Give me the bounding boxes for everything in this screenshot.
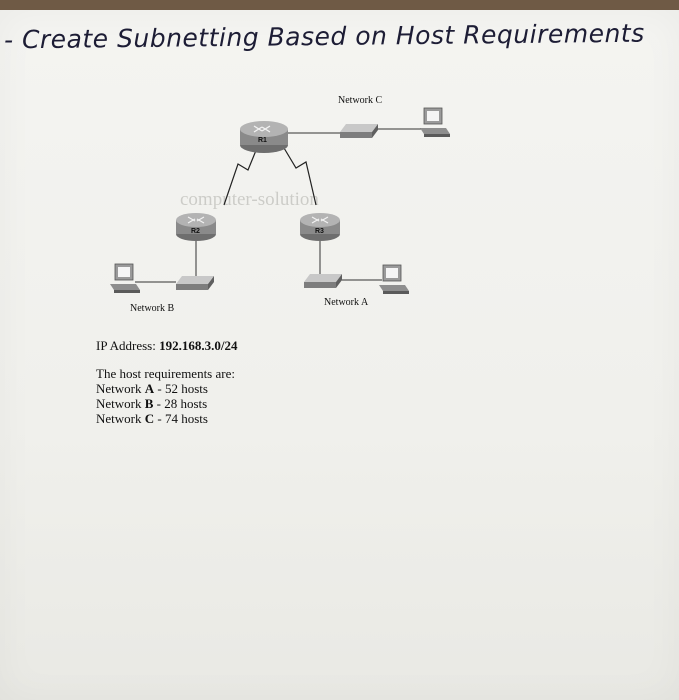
router-r2: R2 bbox=[176, 213, 216, 241]
requirement-network-c: Network C - 74 hosts bbox=[96, 411, 208, 426]
ip-address-label: IP Address: bbox=[96, 338, 156, 353]
router-label-r1: R1 bbox=[258, 137, 267, 144]
requirement-network-b: Network B - 28 hosts bbox=[96, 396, 208, 411]
switch-network-c bbox=[340, 124, 378, 138]
network-c-label: Network C bbox=[338, 95, 382, 106]
router-label-r3: R3 bbox=[315, 228, 324, 235]
requirements-text: IP Address: 192.168.3.0/24 The host requ… bbox=[96, 338, 237, 426]
pc-network-a bbox=[379, 264, 409, 294]
requirement-network-a: Network A - 52 hosts bbox=[96, 381, 208, 396]
router-label-r2: R2 bbox=[191, 228, 200, 235]
network-a-label: Network A bbox=[324, 297, 369, 308]
pc-network-c bbox=[420, 107, 450, 137]
switch-network-a bbox=[304, 274, 342, 288]
requirements-title: The host requirements are: bbox=[96, 366, 235, 381]
watermark: computer-solution bbox=[180, 189, 319, 210]
switch-network-b bbox=[176, 276, 214, 290]
router-r1: R1 bbox=[240, 121, 288, 153]
serial-link-r1-r3 bbox=[283, 147, 317, 206]
router-r3: R3 bbox=[300, 213, 340, 241]
paper-sheet bbox=[0, 10, 679, 700]
ip-address-value: 192.168.3.0/24 bbox=[159, 338, 238, 353]
pc-network-b bbox=[110, 263, 140, 293]
ip-address-line: IP Address: 192.168.3.0/24 bbox=[96, 338, 237, 353]
network-b-label: Network B bbox=[130, 303, 174, 314]
serial-link-r1-r2 bbox=[223, 147, 258, 206]
